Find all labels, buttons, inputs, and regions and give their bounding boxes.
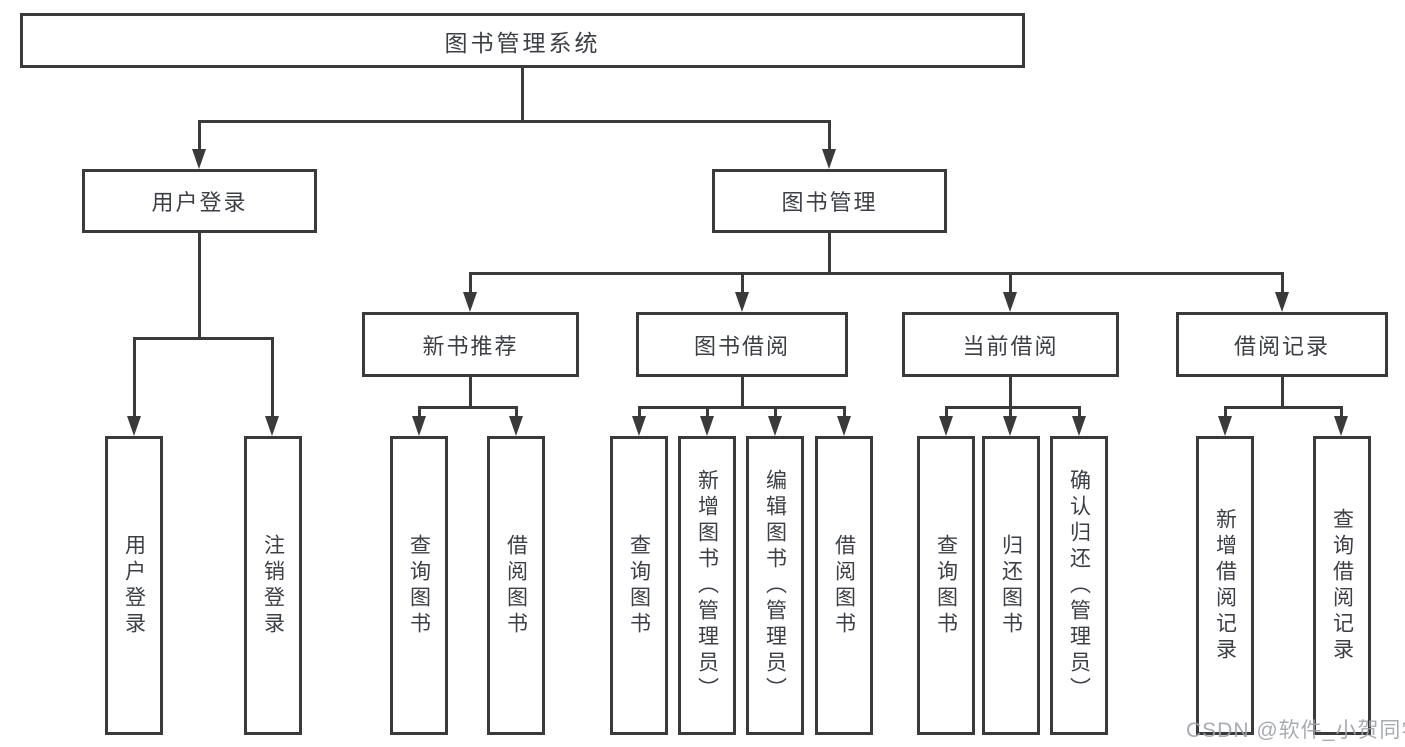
connector-records-drop-2 [1340,406,1343,418]
connector-userlogin-bar [133,337,274,340]
leaf-user-login: 用户登录 [105,436,163,735]
node-user-login: 用户登录 [82,169,317,233]
leaf-return-books: 归还图书 [982,436,1040,735]
leaf-query-books-current: 查询图书 [917,436,975,735]
leaf-query-books-recommend: 查询图书 [390,436,448,735]
connector-userlogin-drop-1 [133,337,136,418]
connector-borrowing-drop-1 [638,406,641,418]
connector-recommend-stem [469,377,472,406]
connector-bookmgmt-stem [828,233,831,272]
connector-bookmgmt-drop-2 [741,272,744,294]
leaf-borrow-books-recommend: 借阅图书 [487,436,545,735]
leaf-logout-login: 注销登录 [244,436,302,735]
connector-bookmgmt-drop-1 [469,272,472,294]
connector-recommend-drop-1 [418,406,421,418]
arrow-down-icon [127,416,141,436]
arrow-down-icon [837,416,851,436]
arrow-down-icon [1275,292,1289,312]
leaf-add-books-admin: 新增图书（管理员） [678,436,736,735]
connector-records-bar [1224,406,1342,409]
arrow-down-icon [509,416,523,436]
connector-borrowing-bar [638,406,845,409]
arrow-down-icon [822,149,836,169]
leaf-confirm-return-admin: 确认归还（管理员） [1050,436,1108,735]
connector-root-stem [521,68,524,120]
connector-records-drop-1 [1224,406,1227,418]
arrow-down-icon [265,416,279,436]
connector-bookmgmt-drop-4 [1281,272,1284,294]
node-book-borrowing: 图书借阅 [636,312,848,377]
connector-borrowing-stem [741,377,744,406]
leaf-add-borrow-record: 新增借阅记录 [1196,436,1254,735]
arrow-down-icon [1218,416,1232,436]
arrow-down-icon [1072,416,1086,436]
connector-borrowing-drop-2 [706,406,709,418]
arrow-down-icon [1334,416,1348,436]
leaf-query-borrow-record: 查询借阅记录 [1313,436,1371,735]
connector-root-bar [198,120,831,123]
connector-current-drop-1 [945,406,948,418]
arrow-down-icon [1003,292,1017,312]
connector-current-drop-2 [1009,406,1012,418]
connector-borrowing-drop-3 [774,406,777,418]
leaf-borrow-books-borrowing: 借阅图书 [815,436,873,735]
arrow-down-icon [632,416,646,436]
connector-recommend-bar [418,406,518,409]
csdn-watermark: CSDN @软件_小贺同学 [1186,719,1405,742]
leaf-edit-books-admin: 编辑图书（管理员） [746,436,804,735]
connector-current-stem [1009,377,1012,406]
connector-bookmgmt-bar [469,272,1283,275]
arrow-down-icon [412,416,426,436]
arrow-down-icon [939,416,953,436]
node-book-management: 图书管理 [712,169,947,233]
arrow-down-icon [700,416,714,436]
connector-root-left-drop [198,120,201,152]
connector-current-drop-3 [1078,406,1081,418]
arrow-down-icon [192,149,206,169]
arrow-down-icon [1003,416,1017,436]
node-borrowing-records: 借阅记录 [1176,312,1388,377]
arrow-down-icon [735,292,749,312]
connector-borrowing-drop-4 [843,406,846,418]
leaf-query-books-borrowing: 查询图书 [610,436,668,735]
connector-userlogin-drop-2 [271,337,274,418]
node-new-book-recommendation: 新书推荐 [362,312,579,377]
connector-userlogin-stem [198,233,201,337]
connector-bookmgmt-drop-3 [1009,272,1012,294]
connector-records-stem [1281,377,1284,406]
connector-current-bar [945,406,1080,409]
arrow-down-icon [768,416,782,436]
connector-root-right-drop [828,120,831,152]
arrow-down-icon [463,292,477,312]
node-current-borrowing: 当前借阅 [902,312,1119,377]
connector-recommend-drop-2 [515,406,518,418]
node-library-management-system: 图书管理系统 [20,13,1025,68]
